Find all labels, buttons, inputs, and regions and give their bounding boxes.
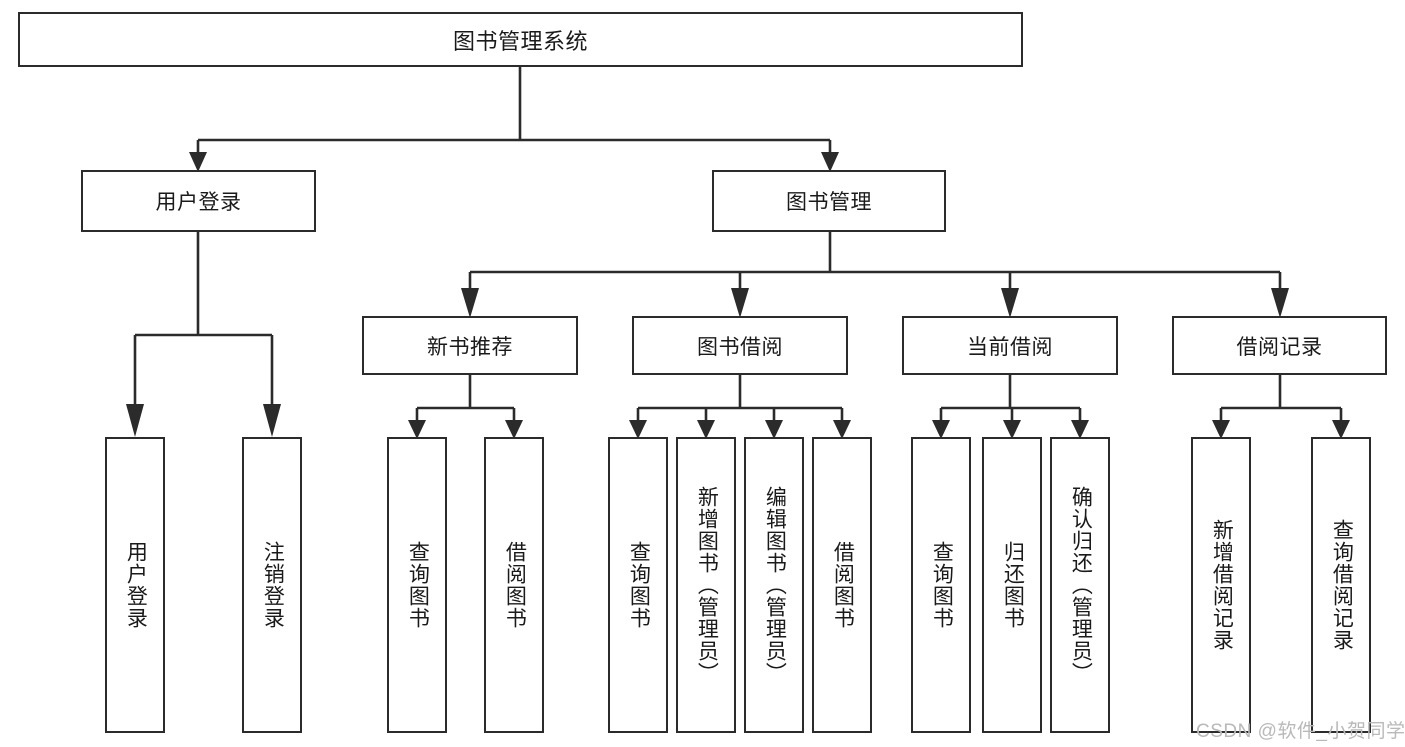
arrowhead-l2-record bbox=[1271, 288, 1289, 318]
watermark: CSDN @软件_小贺同学 bbox=[1196, 716, 1405, 743]
node-book-borrow-label: 图书借阅 bbox=[697, 335, 783, 359]
watermark-text: CSDN @软件_小贺同学 bbox=[1196, 721, 1405, 742]
arrowhead-leaf-2 bbox=[263, 404, 281, 437]
arrowhead-l2-current bbox=[1001, 288, 1019, 318]
leaf-return-book-label: 归还图书 bbox=[1001, 541, 1025, 629]
leaf-logout-label: 注销登录 bbox=[261, 541, 285, 629]
arrowhead-l2-borrow bbox=[731, 288, 749, 318]
leaf-user-login[interactable]: 用户登录 bbox=[105, 437, 165, 733]
leaf-add-book-admin[interactable]: 新增图书（管理员） bbox=[676, 437, 736, 733]
leaf-borrow-book[interactable]: 借阅图书 bbox=[812, 437, 872, 733]
leaf-return-book[interactable]: 归还图书 bbox=[982, 437, 1042, 733]
leaf-query-book-borrow[interactable]: 查询图书 bbox=[608, 437, 668, 733]
leaf-query-book-current-label: 查询图书 bbox=[930, 541, 954, 629]
leaf-add-borrow-record-label: 新增借阅记录 bbox=[1210, 519, 1234, 651]
node-borrow-record[interactable]: 借阅记录 bbox=[1172, 316, 1387, 375]
leaf-query-book-borrow-label: 查询图书 bbox=[627, 541, 651, 629]
node-root-label: 图书管理系统 bbox=[452, 28, 588, 54]
leaf-borrow-book-newbook[interactable]: 借阅图书 bbox=[484, 437, 544, 733]
leaf-query-book-current[interactable]: 查询图书 bbox=[911, 437, 971, 733]
arrowhead-leaf-1 bbox=[126, 404, 144, 437]
node-borrow-record-label: 借阅记录 bbox=[1236, 335, 1323, 359]
node-book-management[interactable]: 图书管理 bbox=[712, 170, 946, 232]
leaf-borrow-book-newbook-label: 借阅图书 bbox=[503, 541, 527, 629]
leaf-query-book-newbook-label: 查询图书 bbox=[406, 541, 430, 629]
node-current-borrow[interactable]: 当前借阅 bbox=[902, 316, 1118, 375]
node-new-book-recommend-label: 新书推荐 bbox=[427, 335, 513, 359]
node-root[interactable]: 图书管理系统 bbox=[18, 12, 1023, 67]
leaf-add-borrow-record[interactable]: 新增借阅记录 bbox=[1191, 437, 1251, 733]
leaf-borrow-book-label: 借阅图书 bbox=[831, 541, 855, 629]
leaf-query-borrow-record[interactable]: 查询借阅记录 bbox=[1311, 437, 1371, 733]
node-new-book-recommend[interactable]: 新书推荐 bbox=[362, 316, 578, 375]
node-user-login[interactable]: 用户登录 bbox=[81, 170, 316, 232]
arrowhead-user-login bbox=[189, 152, 207, 172]
leaf-query-book-newbook[interactable]: 查询图书 bbox=[387, 437, 447, 733]
leaf-logout[interactable]: 注销登录 bbox=[242, 437, 302, 733]
arrowhead-l2-newbook bbox=[461, 288, 479, 318]
leaf-edit-book-admin[interactable]: 编辑图书（管理员） bbox=[744, 437, 804, 733]
node-book-management-label: 图书管理 bbox=[786, 191, 872, 214]
node-current-borrow-label: 当前借阅 bbox=[967, 335, 1053, 359]
leaf-user-login-label: 用户登录 bbox=[124, 541, 148, 629]
leaf-query-borrow-record-label: 查询借阅记录 bbox=[1330, 519, 1354, 651]
node-book-borrow[interactable]: 图书借阅 bbox=[632, 316, 848, 375]
leaf-edit-book-admin-label: 编辑图书（管理员） bbox=[763, 486, 787, 684]
leaf-add-book-admin-label: 新增图书（管理员） bbox=[695, 486, 719, 684]
leaf-confirm-return-admin[interactable]: 确认归还（管理员） bbox=[1050, 437, 1110, 733]
node-user-login-label: 用户登录 bbox=[155, 191, 242, 214]
arrowhead-book-mgmt bbox=[821, 152, 839, 172]
leaf-confirm-return-admin-label: 确认归还（管理员） bbox=[1069, 486, 1093, 684]
